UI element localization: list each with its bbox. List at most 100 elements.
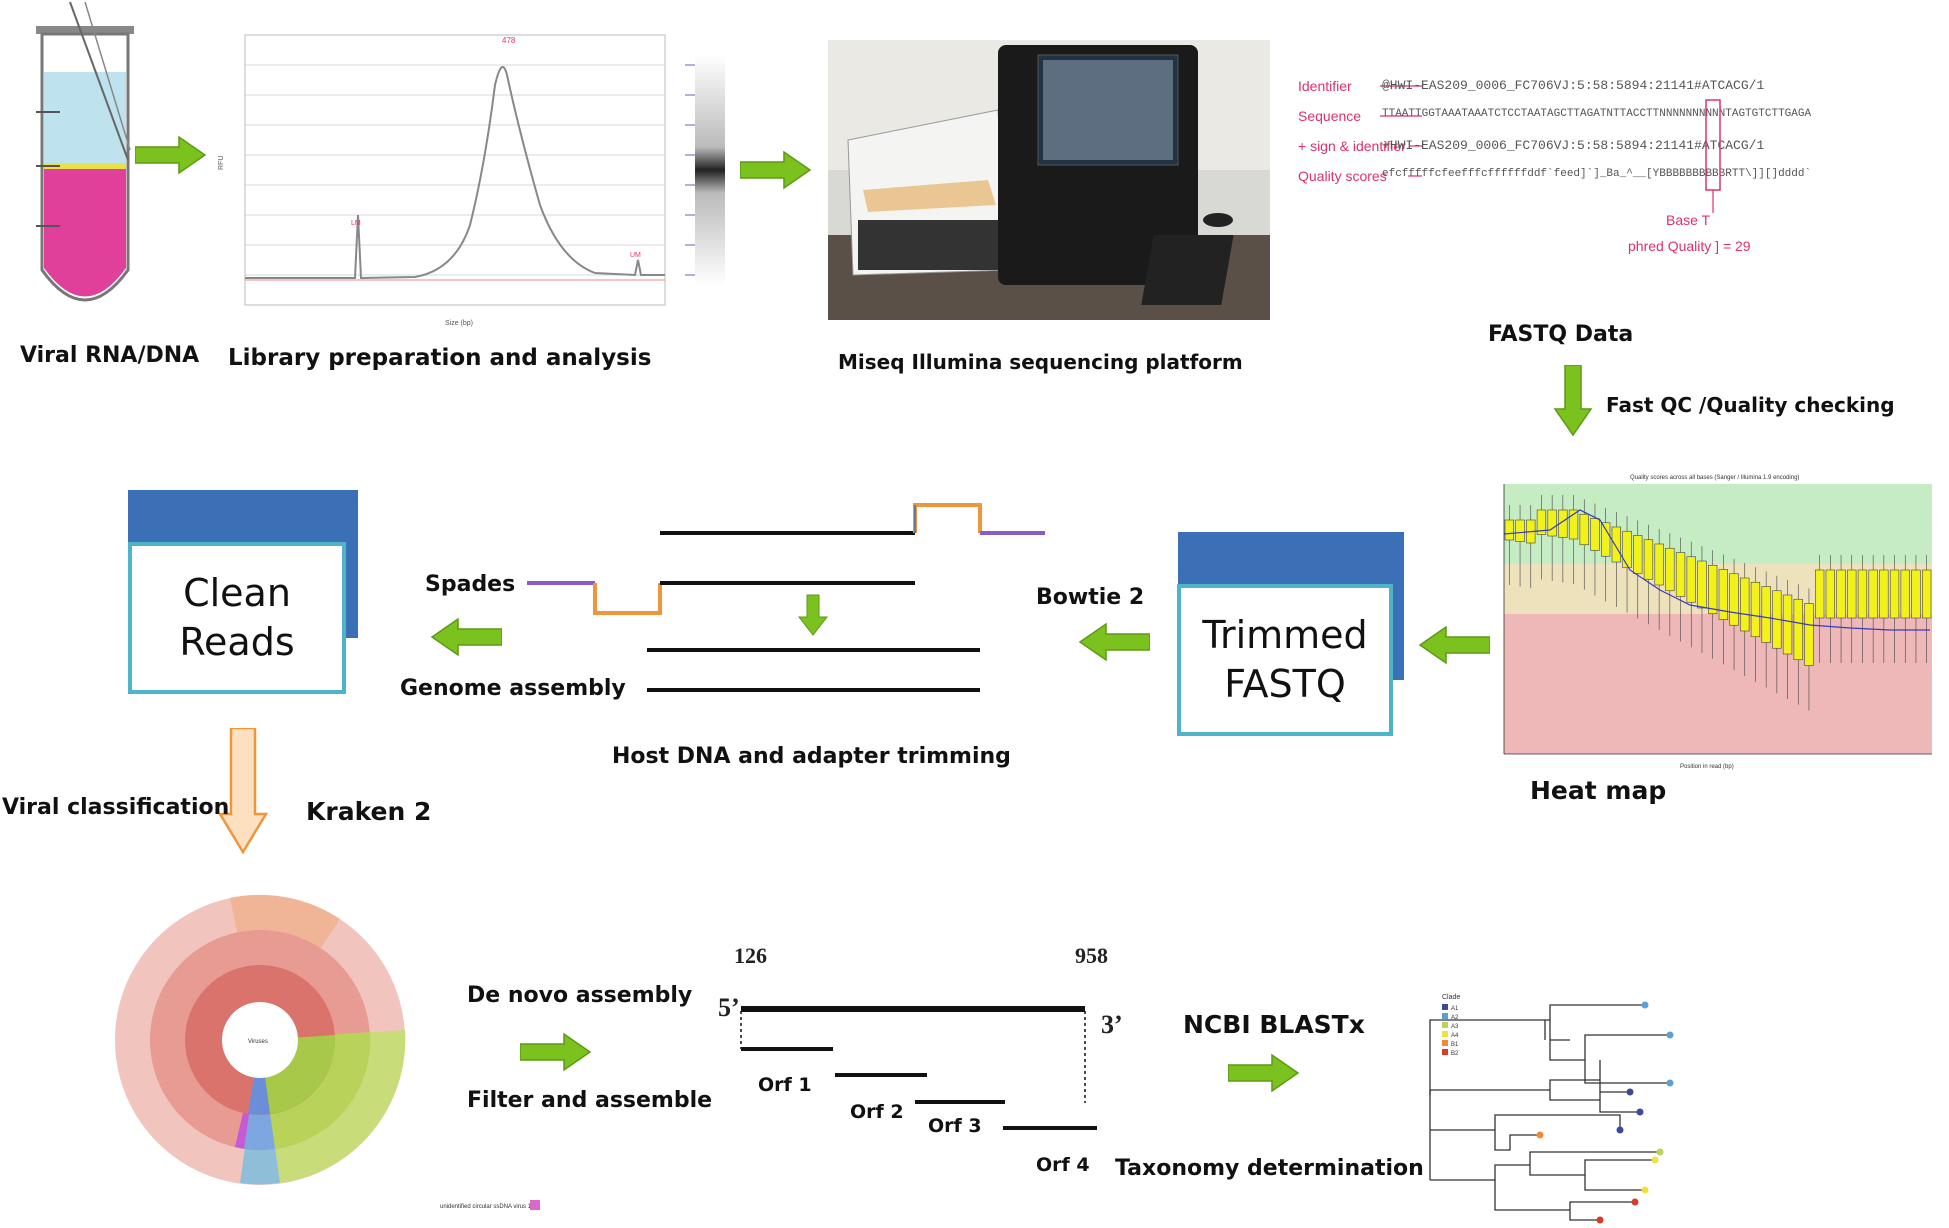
qc-box: [1814, 569, 1825, 619]
trimmed-fastq-text: Trimmed FASTQ: [1202, 612, 1368, 706]
qc-box: [1879, 569, 1889, 619]
fastq-field-identifier: Identifier: [1298, 78, 1352, 94]
tube-rim: [36, 26, 134, 34]
clade-label: B2: [1451, 1051, 1459, 1057]
qc-box: [1857, 569, 1868, 619]
clade-swatch: [1442, 1022, 1448, 1028]
clade-swatch: [1442, 1040, 1448, 1046]
clade-label: A3: [1451, 1024, 1459, 1030]
fastq-line-quality: efcfffffcfeefffcffffffddf`feed]`]_Ba_^__…: [1382, 168, 1812, 180]
adapter-segment: [913, 503, 982, 533]
arrow-right-icon: [1228, 1053, 1300, 1093]
arrow-left-icon: [430, 617, 502, 657]
fastq-line-sequence: TTAATTGGTAAATAAATCTCCTAATAGCTTAGATNTTACC…: [1382, 108, 1812, 120]
pipette-tip: [69, 1, 129, 161]
arrow-right-icon: [135, 135, 207, 175]
qc-x-axis-label: Position in read (bp): [1680, 764, 1734, 770]
krona-center-label: Viruses: [248, 1039, 268, 1045]
y-axis-label: RFU: [218, 156, 225, 170]
label-host-trimming: Host DNA and adapter trimming: [612, 744, 1011, 769]
label-viral-rna-dna: Viral RNA/DNA: [20, 343, 200, 368]
qc-box: [1601, 522, 1611, 557]
orf1-label: Orf 1: [758, 1074, 812, 1096]
mouse: [1203, 213, 1233, 227]
arrow-down-icon: [218, 728, 268, 854]
arrow-down-icon: [1553, 365, 1593, 437]
clade-swatch: [1442, 1013, 1448, 1019]
tube-liquid-bottom: [44, 169, 126, 297]
qc-box: [1836, 569, 1846, 619]
adapter-trimming-diagram: [527, 503, 1045, 692]
qc-mean-line: [1503, 509, 1930, 631]
qc-box: [1665, 547, 1675, 592]
label-viral-classification: Viral classification: [2, 795, 230, 820]
x-axis-label: Size (bp): [445, 320, 473, 327]
label-taxonomy: Taxonomy determination: [1115, 1156, 1424, 1181]
trimmed-fastq-box: Trimmed FASTQ: [1177, 584, 1393, 736]
orf2-label: Orf 2: [850, 1101, 904, 1123]
orf4-label: Orf 4: [1036, 1154, 1090, 1176]
qc-box: [1697, 560, 1707, 609]
qc-box: [1804, 603, 1814, 666]
label-genome-assembly: Genome assembly: [400, 676, 626, 701]
qc-box: [1654, 543, 1664, 586]
fastq-field-sequence: Sequence: [1298, 108, 1362, 124]
fastq-field-plus: + sign & identifier: [1298, 138, 1406, 154]
five-prime-label: 5’: [718, 993, 740, 1022]
krona-chart: Viruses unidentified circular ssDNA viru…: [115, 894, 540, 1210]
arrow-down-icon: [797, 594, 829, 636]
qc-box: [1504, 519, 1514, 541]
arrow-right-icon: [740, 150, 812, 190]
qc-box: [1579, 513, 1589, 546]
clade-label: A4: [1451, 1033, 1459, 1039]
qc-box: [1868, 569, 1878, 619]
label-blastx: NCBI BLASTx: [1183, 1010, 1365, 1039]
orf3-label: Orf 3: [928, 1115, 982, 1137]
marker-um: UM: [630, 252, 641, 259]
qc-box: [1643, 539, 1654, 580]
qc-box: [1622, 530, 1632, 569]
qc-box: [1675, 552, 1686, 597]
fastq-connector-lines: [1380, 85, 1422, 177]
fastq-line-identifier: @HWI-EAS209_0006_FC706VJ:5:58:5894:21141…: [1382, 78, 1765, 93]
krona-note: unidentified circular ssDNA virus 1%: [440, 1204, 537, 1210]
clade-legend-title: Clade: [1442, 994, 1460, 1001]
tube-interphase: [44, 163, 126, 169]
orf-map: [740, 1006, 1097, 1130]
fastq-field-quality: Quality scores: [1298, 168, 1387, 184]
label-fastqc: Fast QC /Quality checking: [1606, 393, 1895, 417]
clean-reads-box: Clean Reads: [128, 542, 346, 694]
qc-box: [1718, 569, 1728, 620]
qc-plot-title: Quality scores across all bases (Sanger …: [1630, 475, 1799, 481]
pipette-tip-2: [84, 1, 131, 151]
krona-note-swatch: [530, 1200, 540, 1210]
clean-reads-text: Clean Reads: [179, 570, 295, 664]
arrow-right-icon: [520, 1032, 592, 1072]
qc-box: [1793, 598, 1803, 661]
orf-start-position: 126: [734, 943, 767, 968]
qc-box: [1889, 569, 1900, 619]
qc-box: [1686, 556, 1696, 603]
label-bowtie: Bowtie 2: [1036, 585, 1145, 610]
qc-box: [1611, 526, 1621, 563]
qc-box: [1515, 519, 1525, 542]
electropherogram-trace: [245, 66, 665, 280]
base-t-note: Base T: [1666, 212, 1711, 228]
label-fastq-data: FASTQ Data: [1488, 322, 1634, 347]
clade-label: B1: [1451, 1042, 1459, 1048]
label-library-prep: Library preparation and analysis: [228, 345, 652, 371]
clade-swatch: [1442, 1031, 1448, 1037]
bioanalyzer-electropherogram: 478 LM UM Size (bp) RFU: [218, 34, 725, 327]
qc-box: [1708, 564, 1718, 615]
qc-box: [1761, 586, 1771, 643]
qc-box: [1921, 569, 1932, 619]
base-highlight-box: [1705, 99, 1721, 213]
clade-label: A1: [1451, 1006, 1459, 1012]
clade-swatch: [1442, 1004, 1448, 1010]
peak-label: 478: [502, 36, 516, 45]
qc-box: [1590, 518, 1600, 551]
arrow-left-icon: [1078, 622, 1150, 662]
label-de-novo: De novo assembly: [467, 983, 693, 1008]
phred-quality-note: phred Quality ] = 29: [1628, 238, 1751, 254]
